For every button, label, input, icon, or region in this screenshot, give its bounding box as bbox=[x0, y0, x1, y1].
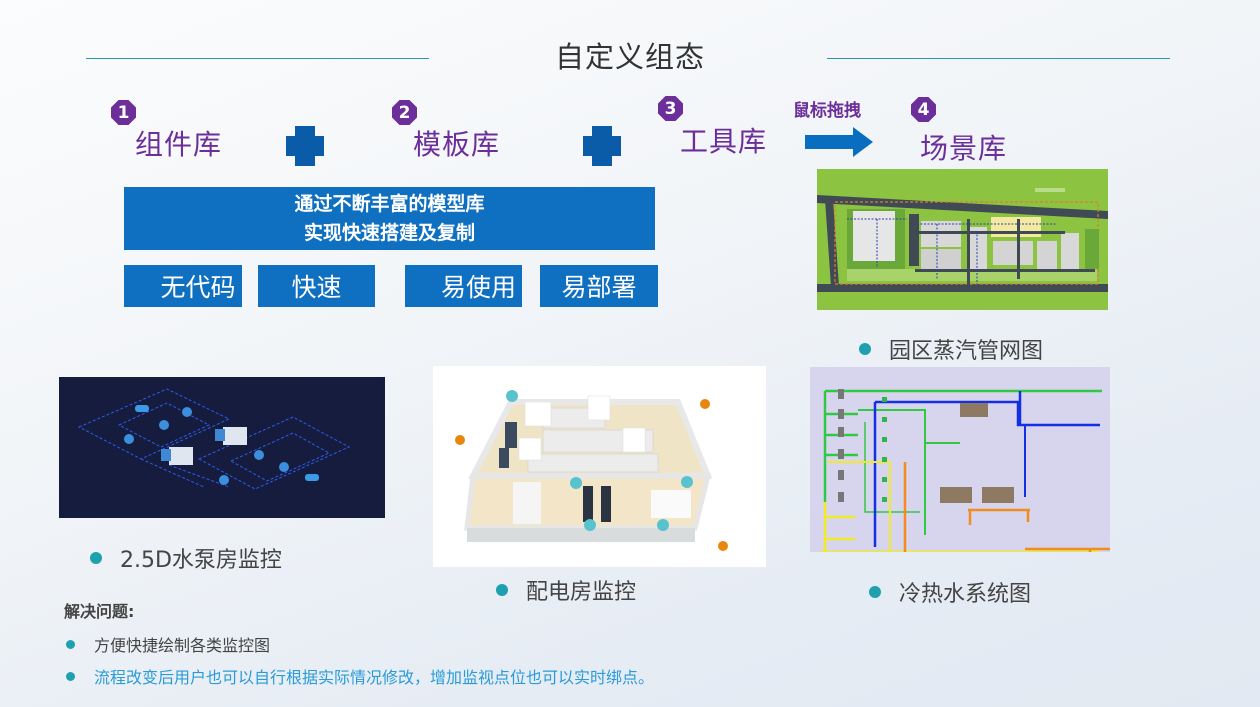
step-badge-2: 2 bbox=[392, 100, 417, 125]
bullet-dot-icon bbox=[90, 552, 102, 564]
feature-fast: 快速 bbox=[258, 265, 375, 307]
bullet-dot-icon bbox=[859, 343, 871, 355]
solve-title: 解决问题: bbox=[64, 602, 135, 621]
title-divider-left bbox=[86, 58, 429, 59]
solve-item-text: 方便快捷绘制各类监控图 bbox=[94, 636, 271, 655]
solve-item-text: 流程改变后用户也可以自行根据实际情况修改，增加监视点位也可以实时绑点。 bbox=[94, 668, 655, 687]
feature-no-code: 无代码 bbox=[124, 265, 242, 307]
summary-line-1: 通过不断丰富的模型库 bbox=[294, 192, 485, 215]
solve-item-1: 方便快捷绘制各类监控图 bbox=[66, 632, 270, 656]
feature-label: 易使用 bbox=[440, 273, 516, 302]
caption-text: 园区蒸汽管网图 bbox=[889, 339, 1044, 364]
drag-label: 鼠标拖拽 bbox=[793, 101, 861, 121]
caption-text: 2.5D水泵房监控 bbox=[120, 548, 282, 573]
feature-label: 易部署 bbox=[561, 273, 637, 302]
bullet-dot-icon bbox=[66, 639, 75, 649]
step-badge-1: 1 bbox=[111, 100, 136, 125]
feature-easy-deploy: 易部署 bbox=[540, 265, 658, 307]
step-label-component-library: 组件库 bbox=[135, 128, 223, 161]
plus-icon bbox=[286, 126, 324, 166]
bullet-dot-icon bbox=[869, 586, 881, 598]
step-badge-3: 3 bbox=[658, 96, 683, 121]
caption-water-system: 冷热水系统图 bbox=[869, 576, 1031, 608]
plus-icon bbox=[583, 126, 621, 166]
bullet-dot-icon bbox=[66, 671, 75, 681]
caption-pump-room: 2.5D水泵房监控 bbox=[90, 542, 282, 574]
feature-label: 无代码 bbox=[160, 273, 236, 302]
park-map-image bbox=[817, 169, 1108, 310]
pump-room-image bbox=[59, 377, 385, 518]
caption-power-room: 配电房监控 bbox=[496, 574, 636, 606]
feature-easy-use: 易使用 bbox=[405, 265, 522, 307]
page-title: 自定义组态 bbox=[554, 40, 705, 74]
caption-text: 冷热水系统图 bbox=[899, 582, 1032, 607]
caption-text: 配电房监控 bbox=[526, 580, 637, 605]
step-label-tool-library: 工具库 bbox=[680, 125, 768, 158]
title-divider-right bbox=[827, 58, 1170, 59]
summary-box: 通过不断丰富的模型库 实现快速搭建及复制 bbox=[124, 187, 655, 250]
step-label-scene-library: 场景库 bbox=[920, 132, 1008, 165]
water-system-image bbox=[810, 367, 1110, 552]
arrow-right-icon bbox=[805, 127, 873, 157]
feature-label: 快速 bbox=[291, 273, 342, 302]
step-badge-4: 4 bbox=[911, 97, 936, 122]
power-room-image bbox=[433, 366, 766, 567]
step-label-template-library: 模板库 bbox=[413, 128, 501, 161]
caption-park-steam: 园区蒸汽管网图 bbox=[859, 333, 1043, 365]
solve-item-2: 流程改变后用户也可以自行根据实际情况修改，增加监视点位也可以实时绑点。 bbox=[66, 664, 654, 688]
bullet-dot-icon bbox=[496, 584, 508, 596]
summary-line-2: 实现快速搭建及复制 bbox=[303, 221, 475, 244]
